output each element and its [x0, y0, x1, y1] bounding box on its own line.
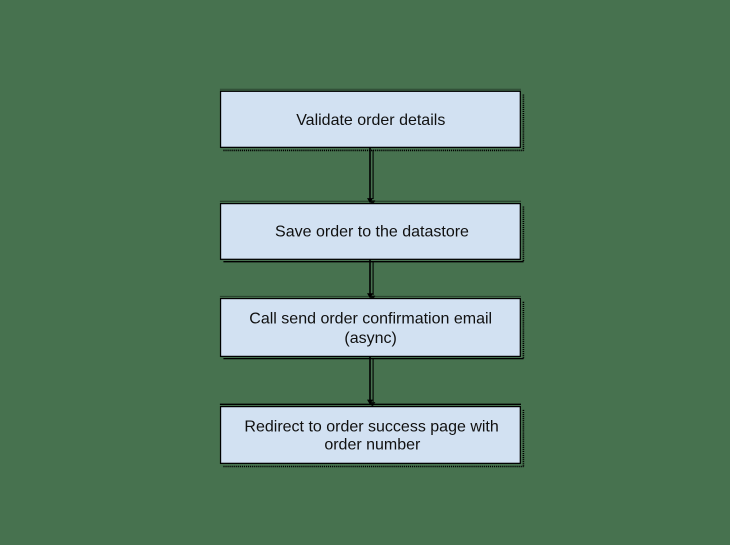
svg-text:order number: order number	[324, 437, 421, 454]
svg-text:Save order to the datastore: Save order to the datastore	[275, 224, 469, 241]
svg-text:Redirect to order success page: Redirect to order success page with	[244, 419, 498, 436]
svg-text:(async): (async)	[344, 330, 396, 347]
svg-text:Call send order confirmation e: Call send order confirmation email	[249, 311, 492, 328]
svg-text:Validate order details: Validate order details	[296, 112, 445, 129]
